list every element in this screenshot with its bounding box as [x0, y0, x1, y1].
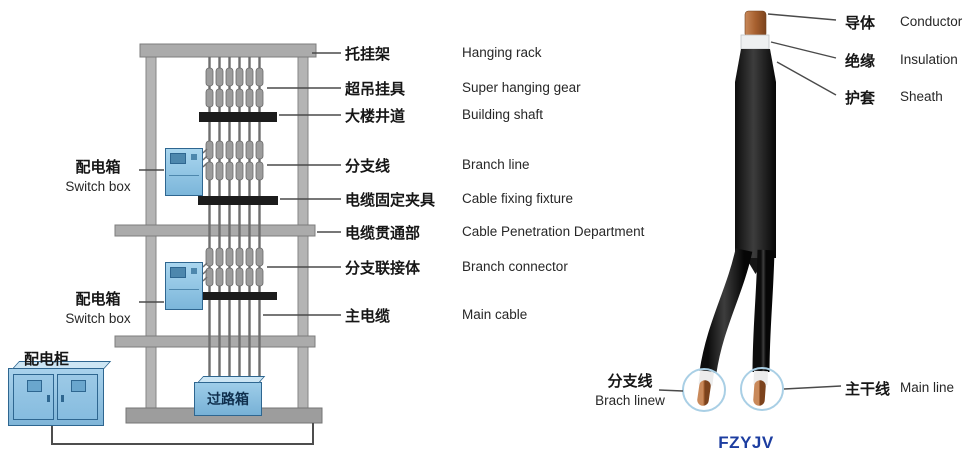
label-en: Switch box [65, 310, 131, 326]
cable-fixing-bands [198, 112, 278, 300]
floor-slab-lower [114, 335, 316, 348]
label-cn: 导体 [845, 15, 876, 32]
insulation-band [740, 34, 770, 50]
label-en: Sheath [900, 89, 943, 104]
callout-branch-line-product: 分支线 Brach linew [590, 372, 670, 410]
label-cn: 电缆固定夹具 [345, 192, 436, 209]
distribution-cabinet [8, 361, 112, 426]
label-en: Conductor [900, 14, 963, 29]
label-cn: 绝缘 [845, 53, 876, 70]
label-cn: 托挂架 [345, 46, 391, 63]
label-cn: 主干线 [845, 381, 891, 398]
switch-box-lower [165, 262, 203, 310]
switch-box-panel [170, 153, 186, 164]
conductor-tip [744, 10, 767, 38]
switch-box-indicator [191, 154, 197, 160]
label-en: Cable Penetration Department [462, 224, 645, 239]
switch-box-seam [169, 289, 199, 290]
label-en: Branch connector [462, 259, 568, 274]
super-hanging-gear-cluster [205, 67, 264, 108]
switch-box-panel [170, 267, 186, 278]
main-tip-circle [740, 367, 784, 411]
branch-cable-product [682, 10, 784, 412]
branch-connector-cluster-upper [205, 140, 264, 181]
branch-leg-right [752, 249, 775, 373]
floor-slab-upper [114, 224, 316, 237]
label-en: Main line [900, 380, 955, 395]
label-en: Switch box [65, 178, 131, 194]
label-cn: 电缆贯通部 [345, 225, 421, 242]
callout-lines-left [139, 52, 341, 316]
switch-box-seam [169, 175, 199, 176]
branch-wires [202, 148, 208, 282]
branch-tip-circle [682, 368, 726, 412]
branch-tip-conductor-left [697, 380, 711, 406]
passing-box-top-face [197, 376, 266, 383]
switch-box-upper [165, 148, 203, 196]
feeder-cable [51, 423, 314, 445]
label-en: Main cable [462, 307, 528, 322]
switch-box-indicator [191, 268, 197, 274]
label-en: Brach linew [595, 393, 665, 409]
callout-lines-right [658, 13, 842, 392]
door-window [71, 380, 86, 392]
label-cn: 配电箱 [75, 159, 121, 176]
label-cn: 分支联接体 [345, 260, 421, 277]
label-cn: 分支线 [345, 158, 391, 175]
label-en: Building shaft [462, 107, 544, 122]
door-window [27, 380, 42, 392]
cabinet-door-right [57, 374, 98, 420]
label-en: Super hanging gear [462, 80, 581, 95]
branch-connector-cluster-lower [205, 247, 264, 287]
sheath-body [735, 49, 776, 258]
hanging-rack-bar [139, 43, 317, 58]
label-en: Branch line [462, 157, 530, 172]
passing-box: 过路箱 [194, 376, 266, 416]
switch-box-label-upper: 配电箱 Switch box [58, 158, 138, 195]
label-en: Hanging rack [462, 45, 542, 60]
label-en: Insulation [900, 52, 958, 67]
distribution-cabinet-label: 配电柜 [24, 351, 70, 368]
label-cn: 分支线 [607, 373, 653, 390]
branch-leg-left [699, 248, 753, 374]
cabinet-door-left [13, 374, 54, 420]
passing-box-label: 过路箱 [207, 391, 249, 407]
label-cn: 配电箱 [75, 291, 121, 308]
label-en: Cable fixing fixture [462, 191, 574, 206]
label-cn: 主电缆 [345, 308, 391, 325]
label-cn: 护套 [845, 90, 876, 107]
switch-box-label-lower: 配电箱 Switch box [58, 290, 138, 327]
label-cn: 大楼井道 [345, 108, 406, 125]
label-cn: 超吊挂具 [345, 81, 406, 98]
main-tip-conductor-right [753, 380, 766, 406]
product-model: FZYJV [718, 433, 774, 452]
